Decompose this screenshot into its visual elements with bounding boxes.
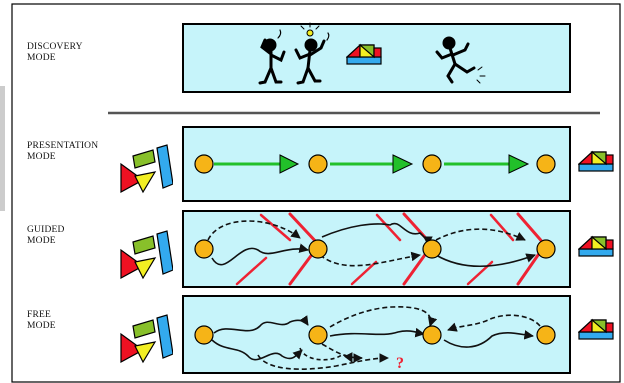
free-node-1 (194, 325, 214, 345)
free-paths (211, 306, 541, 370)
presentation-mode-label: PRESENTATION MODE (27, 141, 99, 162)
free-mode-question-mark: ? (396, 355, 404, 372)
stick-figure-idea-icon (294, 22, 330, 85)
presentation-path (214, 154, 530, 174)
shapes-box-icon (578, 319, 614, 340)
guided-node-1 (194, 239, 214, 259)
guided-node-3 (422, 239, 442, 259)
presentation-node-2 (308, 154, 328, 174)
free-node-4 (536, 325, 556, 345)
free-node-3 (422, 325, 442, 345)
scattered-shapes-icon (120, 314, 173, 363)
shapes-box-icon (578, 236, 614, 257)
stick-figure-falling-icon (435, 36, 486, 84)
guided-node-2 (308, 239, 328, 259)
guided-panel (182, 210, 571, 288)
presentation-node-1 (194, 154, 214, 174)
discovery-mode-label: DISCOVERY MODE (27, 42, 83, 63)
side-margin-strip (0, 86, 5, 211)
presentation-node-3 (422, 154, 442, 174)
free-mode-label: FREE MODE (27, 310, 56, 331)
free-node-2 (308, 325, 328, 345)
outer-frame (11, 3, 621, 383)
scattered-shapes-icon (120, 144, 173, 193)
mode-nodes (194, 154, 556, 345)
guided-node-4 (536, 239, 556, 259)
presentation-node-4 (536, 154, 556, 174)
stick-figure-worried-icon (258, 29, 286, 85)
scattered-shapes-icon (120, 230, 173, 279)
guided-mode-label: GUIDED MODE (27, 225, 65, 246)
guided-paths (207, 220, 536, 268)
shapes-box-icon (578, 151, 614, 172)
